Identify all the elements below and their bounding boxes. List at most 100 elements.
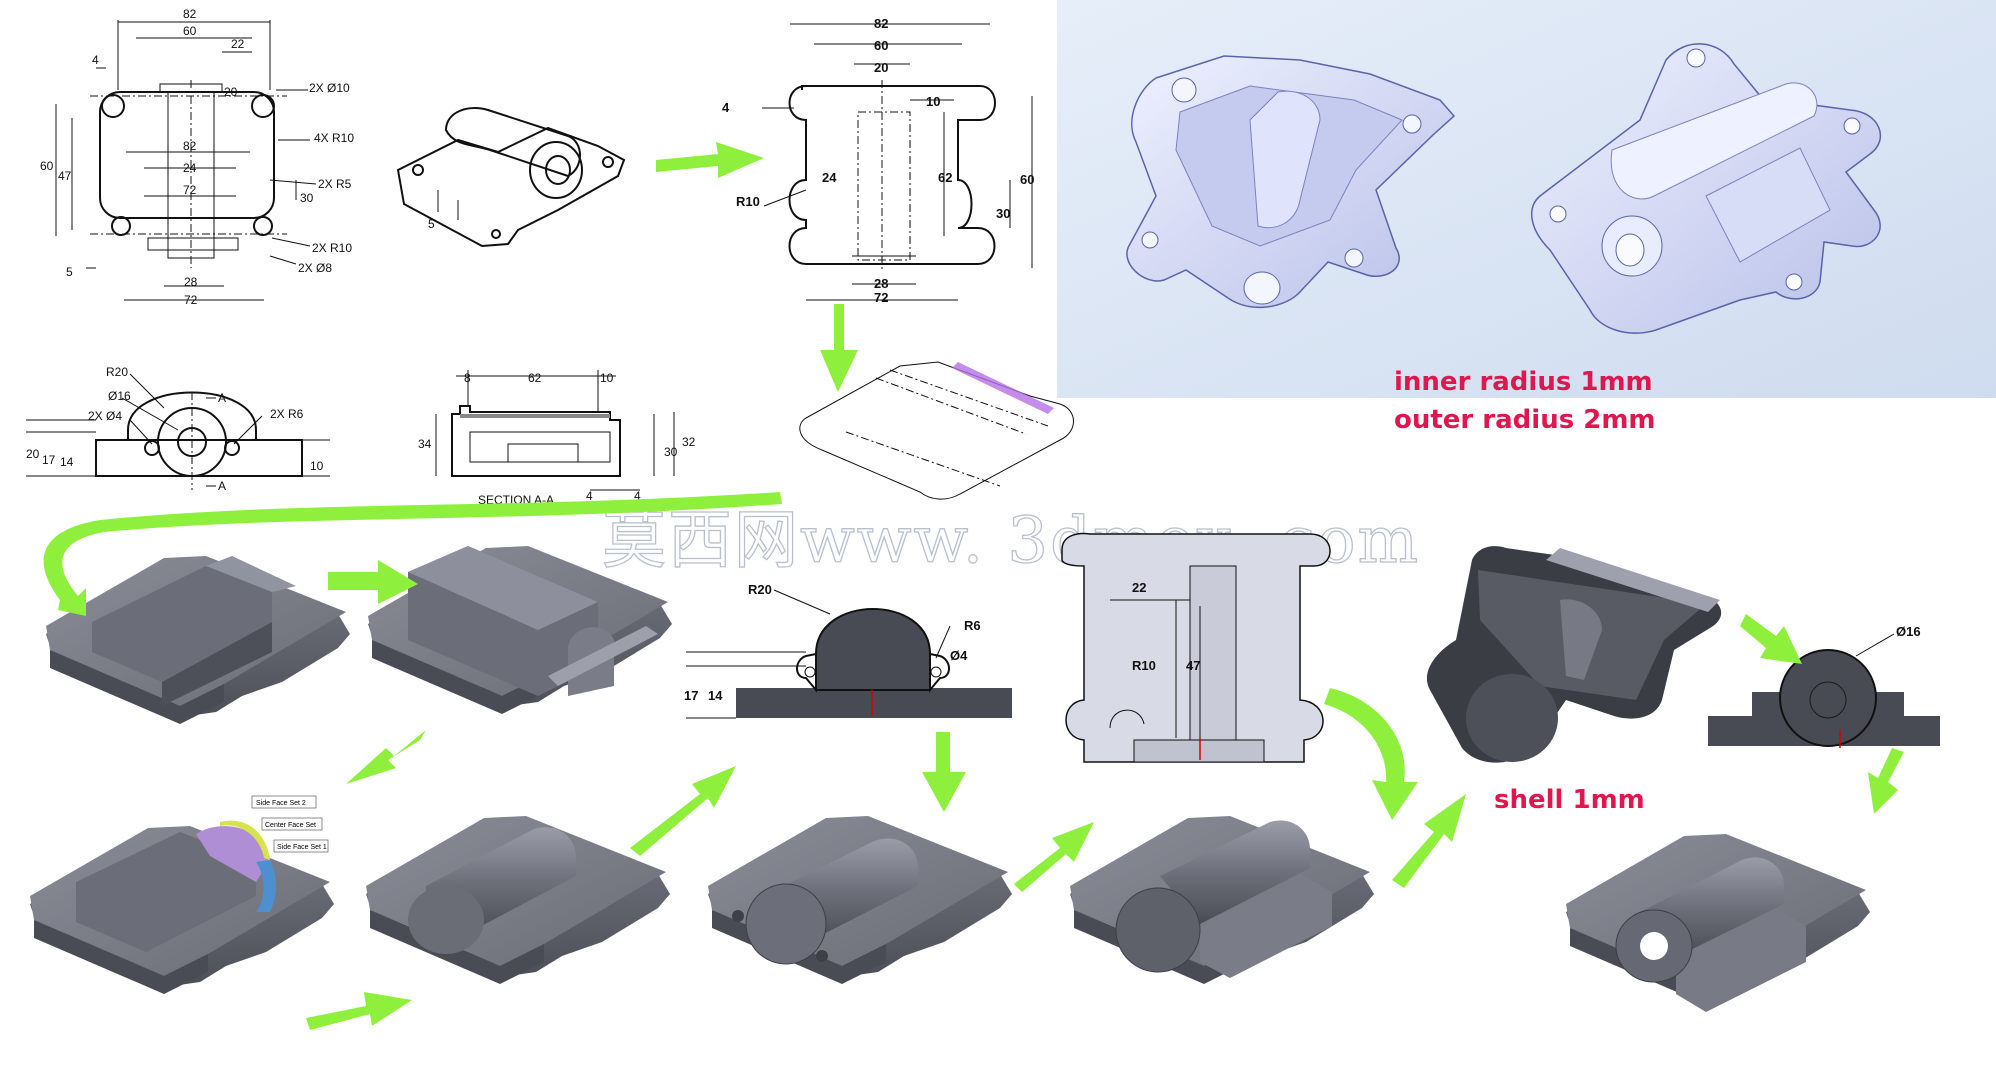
arrow-13	[1868, 748, 1904, 814]
sketch1-d60: 60	[874, 38, 888, 53]
sketch-front-r20: R20	[748, 582, 772, 597]
arrow-2	[820, 304, 858, 392]
note-r5: 2X R5	[318, 177, 352, 191]
section-d10: 10	[600, 371, 614, 385]
part-final	[1566, 834, 1870, 1012]
part-step-extrude-2	[368, 546, 672, 714]
sketch-top-r10: R10	[1132, 658, 1156, 673]
front-d17: 17	[42, 453, 56, 467]
sketch1-d20: 20	[874, 60, 888, 75]
dim-72-inner: 72	[183, 183, 197, 197]
sketch1-d10: 10	[926, 94, 940, 109]
iso-dim-5: 5	[428, 217, 435, 231]
section-mark-a-bottom: A	[218, 479, 226, 493]
note-hole-10: 2X Ø10	[309, 81, 350, 95]
dim-82: 82	[183, 7, 197, 21]
drawing-section	[435, 370, 675, 491]
arrow-3-curve	[43, 492, 782, 616]
sketch1-d30: 30	[996, 206, 1010, 221]
part-step-cylinder	[366, 816, 670, 984]
sketch-isometric-plane	[799, 361, 1074, 500]
front-r6: 2X R6	[270, 407, 304, 421]
arrow-6	[306, 992, 412, 1030]
sketch1-d60v: 60	[1020, 172, 1034, 187]
sketch-top-d22: 22	[1132, 580, 1146, 595]
arrow-9	[1014, 822, 1094, 892]
note-r10-2x: 2X R10	[312, 241, 352, 255]
part-step-extrude-1	[46, 556, 350, 724]
dim-47: 47	[58, 169, 72, 183]
note-inner-radius: inner radius 1mm	[1394, 367, 1653, 397]
section-d4a: 4	[586, 489, 593, 503]
arrow-4	[328, 560, 418, 604]
render-shell-outer	[1531, 43, 1881, 334]
arrow-10-curve	[1324, 688, 1418, 820]
sketch-front-d4: Ø4	[950, 648, 968, 663]
sketch1-d28: 28	[874, 276, 888, 291]
arrow-connectors	[43, 142, 1904, 1030]
section-d8: 8	[464, 371, 471, 385]
part-step-fillet	[30, 820, 334, 994]
section-mark-a-top: A	[218, 391, 226, 405]
sketch1-d24: 24	[822, 170, 837, 185]
dim-82-inner: 82	[183, 139, 197, 153]
note-hole-8: 2X Ø8	[298, 261, 332, 275]
arrow-1	[656, 142, 764, 178]
dim-60-vertical: 60	[40, 159, 54, 173]
note-r10-4x: 4X R10	[314, 131, 354, 145]
arrow-5	[346, 730, 426, 784]
front-d16: Ø16	[108, 389, 131, 403]
fillet-center-face-set: Center Face Set	[265, 822, 316, 829]
dim-4: 4	[92, 53, 99, 67]
section-d62: 62	[528, 371, 542, 385]
sketch-front-profile	[686, 589, 1012, 719]
fillet-side-face-set-1: Side Face Set 1	[277, 844, 327, 851]
dim-28: 28	[184, 275, 198, 289]
section-d32: 32	[682, 435, 696, 449]
sketch-side-profile	[1708, 633, 1940, 748]
sketch-side-d16: Ø16	[1896, 624, 1921, 639]
front-d20: 20	[26, 447, 40, 461]
arrow-7	[630, 766, 736, 856]
part-step-rect-boss	[1070, 816, 1374, 984]
drawing-front-view	[26, 373, 330, 490]
section-d4b: 4	[634, 489, 641, 503]
dim-60: 60	[183, 24, 197, 38]
sketch-front-d14: 14	[708, 688, 723, 703]
sketch1-d62: 62	[938, 170, 952, 185]
note-shell: shell 1mm	[1494, 785, 1645, 815]
front-d10: 10	[310, 459, 324, 473]
arrow-11	[1392, 794, 1466, 888]
front-r20: R20	[106, 365, 128, 379]
section-d30: 30	[664, 445, 678, 459]
sketch-base-profile	[762, 23, 1033, 301]
sketch-front-r6: R6	[964, 618, 981, 633]
drawing-isometric	[396, 107, 626, 248]
arrow-8	[922, 732, 966, 812]
sketch-front-d17: 17	[684, 688, 698, 703]
arrow-12	[1740, 614, 1802, 664]
sketch1-r10: R10	[736, 194, 760, 209]
sketch-top-d47: 47	[1186, 658, 1200, 673]
dim-20: 20	[224, 85, 238, 99]
dim-5: 5	[66, 265, 73, 279]
fillet-face-set-panel	[251, 795, 329, 853]
part-step-boss	[708, 816, 1012, 984]
dim-30: 30	[300, 191, 314, 205]
dim-72: 72	[184, 293, 198, 307]
sketch1-d82: 82	[874, 16, 888, 31]
dim-24: 24	[183, 161, 197, 175]
note-outer-radius: outer radius 2mm	[1394, 405, 1656, 435]
section-d34: 34	[418, 437, 432, 451]
dim-22: 22	[231, 37, 245, 51]
sketch-top-profile	[1061, 532, 1331, 763]
front-d14: 14	[60, 455, 74, 469]
front-d4: 2X Ø4	[88, 409, 122, 423]
part-shell	[1426, 546, 1722, 763]
render-shell-inner	[1126, 55, 1456, 309]
sketch1-d72: 72	[874, 290, 888, 305]
sketch1-d4: 4	[722, 100, 730, 115]
drawing-top-view	[55, 20, 317, 301]
